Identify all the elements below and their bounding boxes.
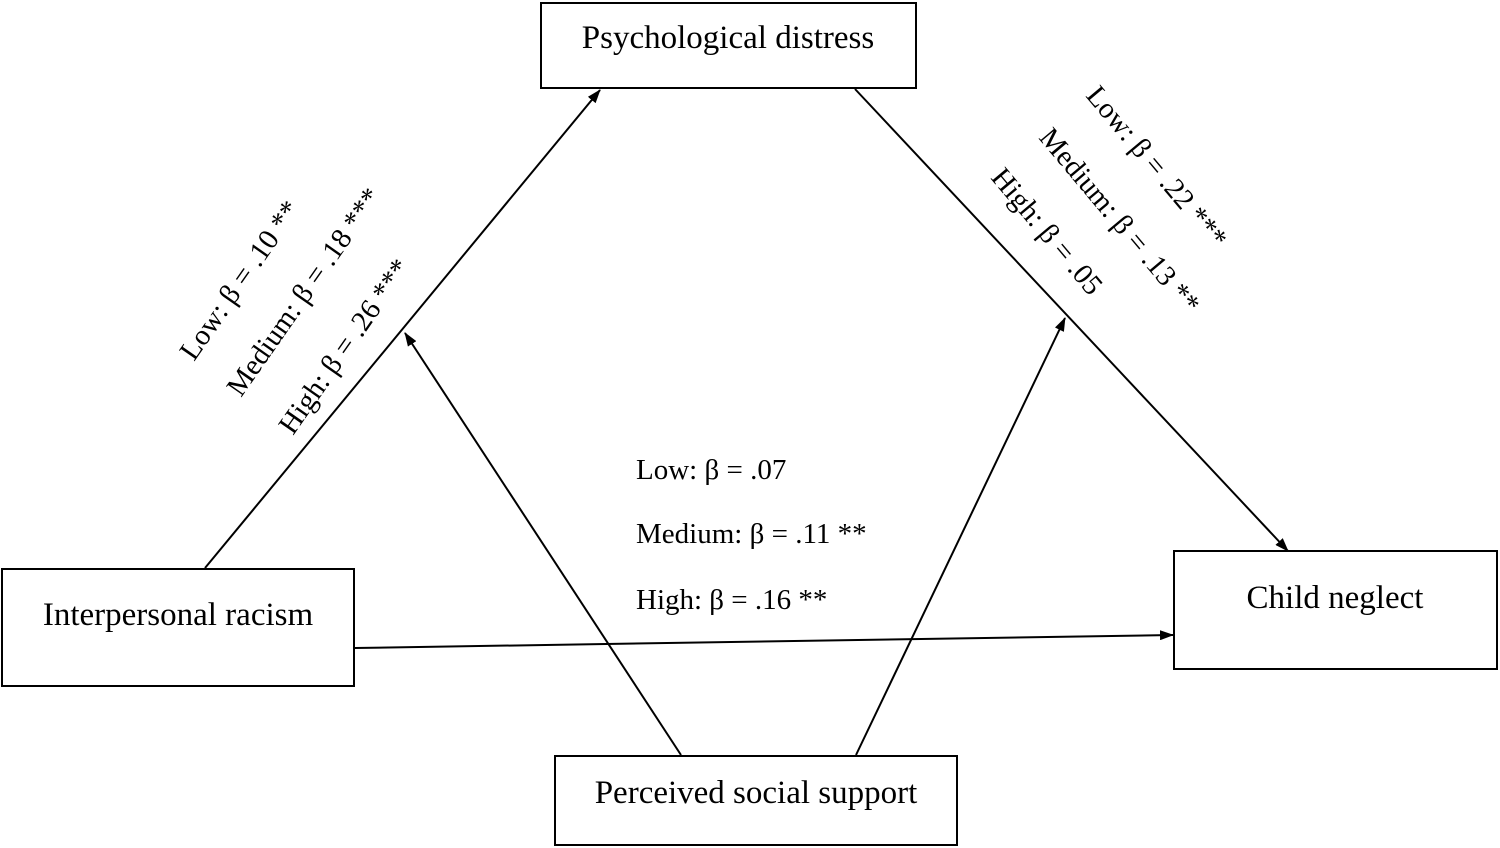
coef-racism-neglect-medium: Medium: β = .11 ** [636, 518, 867, 550]
node-perceived-social-support: Perceived social support [554, 755, 958, 846]
coef-racism-neglect-low: Low: β = .07 [636, 454, 786, 486]
node-label: Interpersonal racism [43, 597, 314, 633]
coef-distress-neglect-low: Low: β = .22 *** [1080, 80, 1234, 255]
node-interpersonal-racism: Interpersonal racism [1, 568, 355, 687]
arrow-distress-to-neglect [854, 88, 1289, 552]
node-psychological-distress: Psychological distress [540, 2, 917, 89]
arrow-racism-to-distress [204, 89, 601, 569]
node-label: Perceived social support [595, 775, 918, 811]
node-label: Child neglect [1247, 580, 1424, 616]
node-child-neglect: Child neglect [1173, 550, 1498, 670]
arrow-support-to-second-path [855, 317, 1066, 756]
arrow-support-to-first-path [404, 332, 682, 756]
coef-racism-neglect-high: High: β = .16 ** [636, 584, 827, 616]
arrow-racism-to-neglect [354, 630, 1174, 649]
node-label: Psychological distress [582, 20, 874, 56]
